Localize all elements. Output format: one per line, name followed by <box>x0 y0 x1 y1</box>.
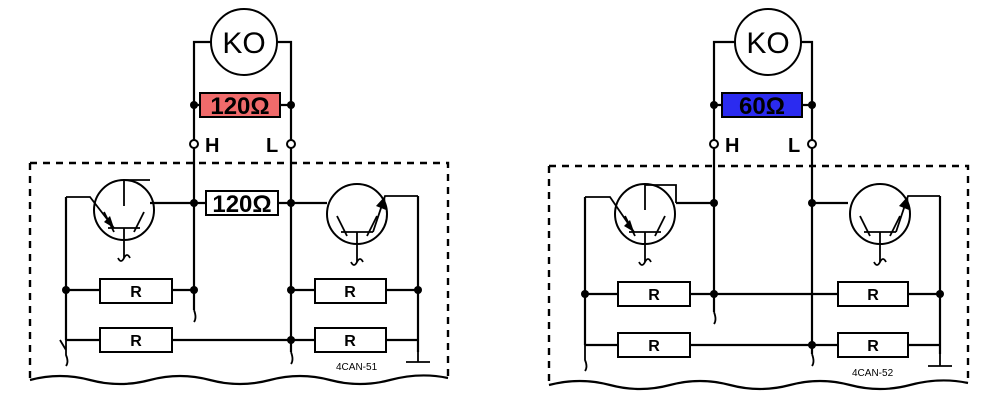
terminal-l[interactable] <box>286 139 296 149</box>
internal-terminator-label: 120Ω <box>212 191 271 218</box>
resistor-3 <box>99 327 173 353</box>
resistor-4-right <box>837 332 909 358</box>
resistor-2-right-label: R <box>867 287 879 304</box>
terminator-resistor-external-right <box>721 92 803 118</box>
terminal-l-label-right: L <box>788 135 800 157</box>
module-boundary-right <box>549 164 970 383</box>
terminator-label: 120Ω <box>210 93 269 120</box>
resistor-4 <box>314 327 387 353</box>
module-boundary <box>30 161 450 378</box>
terminal-l-right[interactable] <box>807 139 817 149</box>
resistor-3-label: R <box>130 333 142 350</box>
terminal-h-right[interactable] <box>709 139 719 149</box>
diagram-left: KO 120Ω H L 120Ω <box>28 8 450 386</box>
figure-code-right: 4CAN-52 <box>852 368 894 379</box>
module-break-line-right <box>548 379 969 391</box>
diagram-right: KO 60Ω H L <box>547 8 970 391</box>
module-break-line <box>29 374 449 386</box>
resistor-4-right-label: R <box>867 338 879 355</box>
terminal-h-label: H <box>205 135 219 157</box>
resistor-3-right <box>617 332 691 358</box>
resistor-1-label: R <box>130 284 142 301</box>
terminal-l-label: L <box>266 135 278 157</box>
resistor-3-right-label: R <box>648 338 660 355</box>
resistor-1-right <box>617 281 691 307</box>
meter-label-right: KO <box>746 27 789 60</box>
terminal-h-label-right: H <box>725 135 739 157</box>
meter-label: KO <box>222 27 265 60</box>
resistor-2-label: R <box>344 284 356 301</box>
resistor-1-right-label: R <box>648 287 660 304</box>
resistor-2-right <box>837 281 909 307</box>
terminator-label-right: 60Ω <box>739 93 785 120</box>
figure-code: 4CAN-51 <box>336 362 378 373</box>
resistor-2 <box>314 278 387 304</box>
resistor-1 <box>99 278 173 304</box>
terminator-resistor-external <box>199 92 281 118</box>
terminal-h[interactable] <box>189 139 199 149</box>
resistor-4-label: R <box>344 333 356 350</box>
